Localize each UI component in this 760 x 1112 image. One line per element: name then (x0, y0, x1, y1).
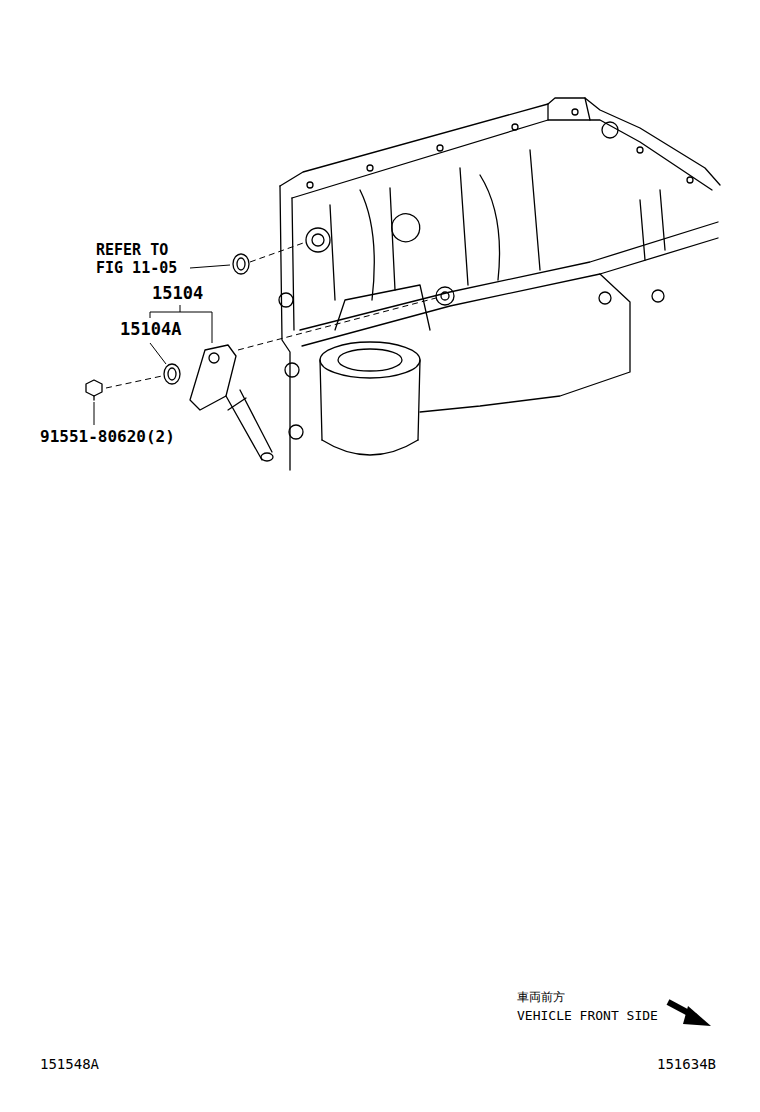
figure-reference: REFER TO FIG 11-05 (96, 241, 191, 277)
direction-note: 車両前方 (517, 988, 565, 1006)
part-number: 15104A (120, 320, 181, 338)
part-number: 91551-80620(2) (40, 428, 175, 446)
figure-code: 151634B (657, 1055, 716, 1073)
figure-code: 151548A (40, 1055, 99, 1073)
direction-note: VEHICLE FRONT SIDE (517, 1007, 658, 1025)
part-number: 15104 (152, 284, 203, 302)
